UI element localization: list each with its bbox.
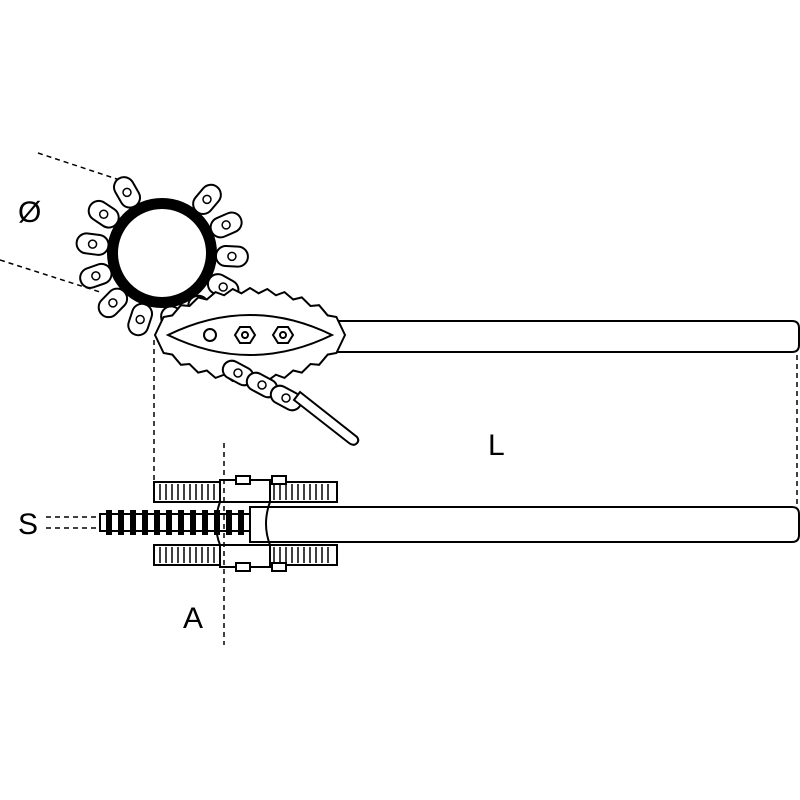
side-view: [46, 443, 800, 645]
hub-curve-right: [265, 501, 271, 546]
nut-lower-right: [271, 562, 287, 572]
jaw-width-label: A: [183, 602, 203, 635]
chain-edge-plate: [106, 510, 112, 535]
chain-edge-body: [99, 513, 251, 532]
chain-edge-plate: [238, 510, 244, 535]
chain-pin: [281, 393, 291, 403]
nut-upper-left: [235, 475, 251, 485]
chain-edge-view: [99, 510, 251, 535]
hex-bolt-2: [271, 326, 295, 344]
hex-bolt-2-center: [279, 331, 287, 339]
hex-bolt-1: [233, 326, 257, 344]
chain-pin: [122, 187, 132, 198]
chain-pin: [202, 194, 212, 205]
handle-side: [249, 506, 800, 543]
chain-edge-plate: [118, 510, 124, 535]
chain-pin: [87, 239, 98, 249]
chain-edge-plate: [190, 510, 196, 535]
chain-edge-plate: [178, 510, 184, 535]
chain-pin: [218, 282, 228, 292]
top-view: [0, 152, 800, 446]
pipe-bore: [116, 207, 208, 299]
chain-edge-plate: [154, 510, 160, 535]
handle-top: [299, 320, 800, 353]
chain-pin: [91, 271, 101, 281]
chain-pin: [227, 251, 237, 262]
chain-pin: [233, 368, 243, 378]
chain-end-bar: [292, 390, 360, 446]
rivet: [203, 328, 217, 342]
chain-pin: [108, 298, 118, 308]
diameter-label: Ø: [18, 196, 41, 229]
hex-bolt-1-center: [241, 331, 249, 339]
jaw-inner-outline: [165, 314, 335, 356]
chain-edge-plate: [226, 510, 232, 535]
chain-edge-plate: [214, 510, 220, 535]
chain-edge-plate: [130, 510, 136, 535]
chain-size-label: S: [18, 508, 38, 541]
chain-edge-plate: [202, 510, 208, 535]
chain-edge-plate: [142, 510, 148, 535]
chain-pin: [98, 209, 109, 219]
chain-pin: [221, 220, 231, 230]
nut-lower-left: [235, 562, 251, 572]
chain-edge-plate: [166, 510, 172, 535]
nut-upper-right: [271, 475, 287, 485]
length-label: L: [488, 429, 505, 462]
chain-pin: [257, 380, 267, 390]
chain-pin: [135, 314, 145, 325]
chain-tail: [221, 359, 303, 412]
